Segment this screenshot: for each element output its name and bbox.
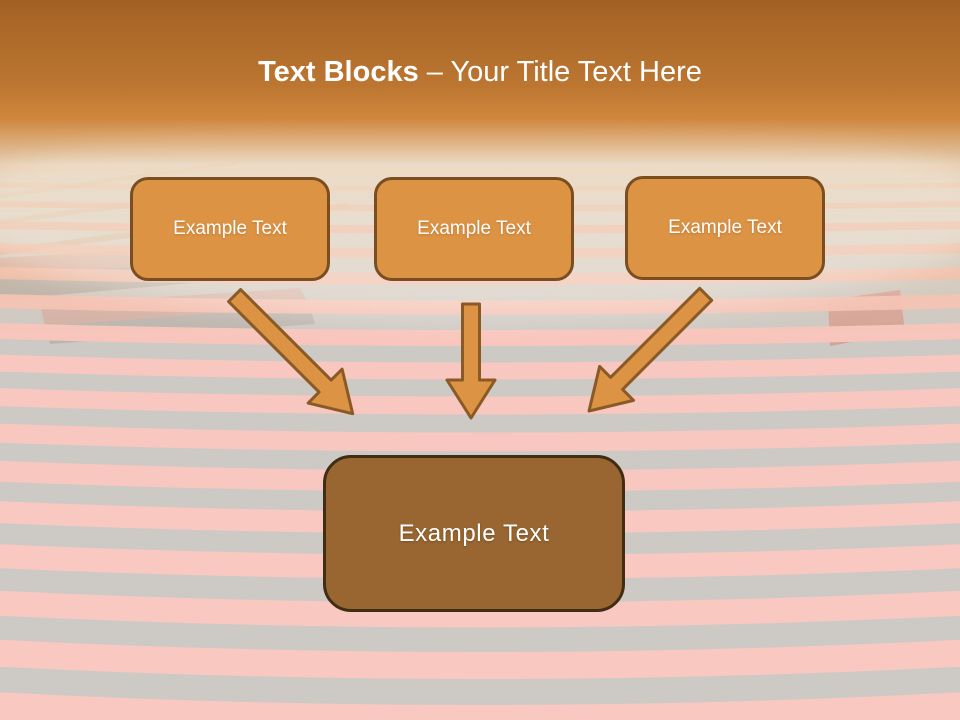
arrow-down-left-icon[interactable] bbox=[569, 275, 726, 432]
slide-title-rest: – Your Title Text Here bbox=[418, 56, 702, 88]
text-block-1[interactable]: Example Text bbox=[130, 177, 330, 281]
text-block-1-label: Example Text bbox=[173, 218, 287, 239]
header-banner: Text Blocks – Your Title Text Here bbox=[0, 0, 960, 165]
slide-title-bold: Text Blocks bbox=[258, 56, 419, 88]
arrow-down-right-icon[interactable] bbox=[215, 276, 373, 434]
text-block-2-label: Example Text bbox=[417, 218, 531, 239]
arrow-down-icon[interactable] bbox=[445, 302, 497, 420]
text-block-2[interactable]: Example Text bbox=[374, 177, 574, 281]
text-block-3[interactable]: Example Text bbox=[625, 176, 825, 280]
result-text-block[interactable]: Example Text bbox=[323, 455, 625, 612]
text-block-3-label: Example Text bbox=[668, 217, 782, 238]
slide-title: Text Blocks – Your Title Text Here bbox=[0, 54, 960, 90]
result-text-block-label: Example Text bbox=[398, 519, 550, 547]
